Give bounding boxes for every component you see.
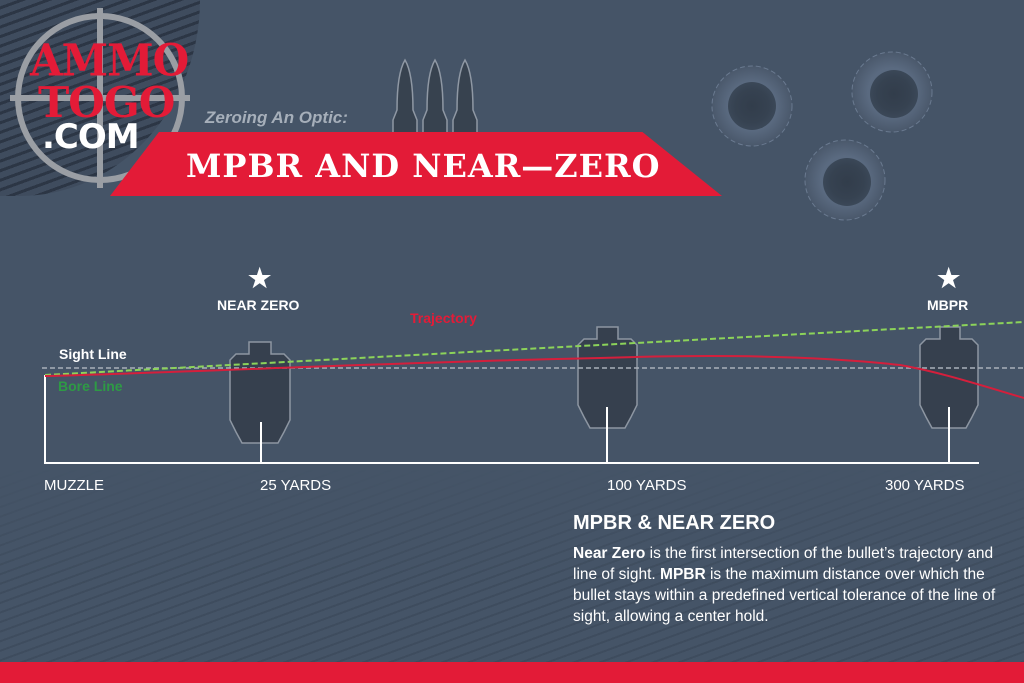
logo-text-togo: TOGO bbox=[38, 78, 175, 127]
sight-line-label: Sight Line bbox=[59, 346, 127, 362]
term-mpbr: MPBR bbox=[660, 566, 706, 583]
trajectory-label: Trajectory bbox=[410, 310, 477, 326]
axis-label-25-yards: 25 YARDS bbox=[260, 477, 332, 494]
mbpr-label: MBPR bbox=[927, 297, 969, 313]
page-title: MPBR AND NEAR—ZERO bbox=[186, 147, 661, 185]
star-icon: ★ bbox=[248, 263, 272, 293]
crosshair-icon bbox=[10, 8, 190, 188]
footer-bar bbox=[0, 662, 1024, 683]
bullet-holes-icon bbox=[711, 51, 933, 221]
definition-mpbr: is the maximum distance over which the b… bbox=[573, 566, 996, 625]
term-near-zero: Near Zero bbox=[573, 545, 646, 562]
axis-label-muzzle: MUZZLE bbox=[44, 477, 104, 494]
logo-text-ammo: AMMO bbox=[30, 34, 189, 87]
definition-near-zero: is the first intersection of the bullet’… bbox=[573, 545, 994, 583]
trajectory-diagram bbox=[42, 321, 1024, 464]
star-icon: ★ bbox=[937, 263, 961, 293]
axis-label-300-yards: 300 YARDS bbox=[885, 477, 965, 494]
logo-text-com: .COM bbox=[42, 117, 140, 157]
near-zero-label: NEAR ZERO bbox=[217, 297, 300, 313]
subtitle: Zeroing An Optic: bbox=[205, 108, 348, 127]
axis-label-100-yards: 100 YARDS bbox=[607, 477, 687, 494]
bore-line-label: Bore Line bbox=[58, 378, 123, 394]
background-texture bbox=[0, 470, 1024, 662]
info-title: MPBR & NEAR ZERO bbox=[573, 512, 776, 534]
title-banner bbox=[110, 132, 722, 196]
info-body: Near Zero is the first intersection of t… bbox=[573, 543, 1003, 627]
